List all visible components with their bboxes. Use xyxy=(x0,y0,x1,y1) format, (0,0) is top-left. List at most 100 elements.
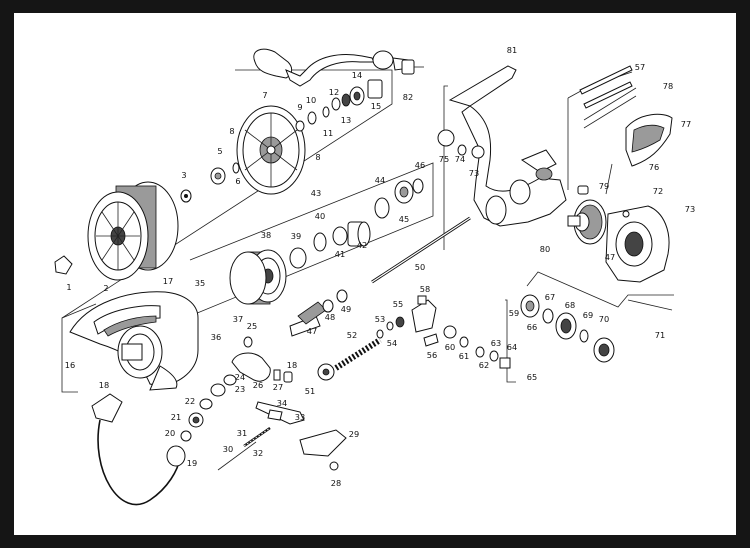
part-number-label: 34 xyxy=(277,398,287,408)
part-number-label: 18 xyxy=(287,360,297,370)
part-number-label: 71 xyxy=(655,330,665,340)
main-shaft-50 xyxy=(371,216,471,284)
rotor-17 xyxy=(69,291,199,391)
part-number-label: 19 xyxy=(187,458,197,468)
part-number-label: 20 xyxy=(165,428,175,438)
part-number-label: 9 xyxy=(297,102,302,112)
part-number-label: 60 xyxy=(445,342,455,352)
part-number-label: 6 xyxy=(235,176,240,186)
handle-side-bearing xyxy=(520,294,615,363)
part-number-label: 58 xyxy=(420,284,430,294)
part-number-label: 65 xyxy=(527,372,537,382)
part-number-label: 7 xyxy=(262,90,267,100)
part-number-label: 74 xyxy=(455,154,465,164)
part-number-label: 25 xyxy=(247,321,257,331)
part-number-label: 39 xyxy=(291,231,301,241)
part-number-label: 3 xyxy=(181,170,186,180)
part-number-label: 80 xyxy=(540,244,550,254)
diagram-canvas: 1235678891011121314151617181819202122232… xyxy=(54,45,695,506)
part-number-label: 51 xyxy=(305,386,315,396)
part-number-label: 73 xyxy=(469,168,479,178)
part-number-label: 8 xyxy=(229,126,234,136)
part-number-label: 53 xyxy=(375,314,385,324)
part-number-label: 22 xyxy=(185,396,195,406)
part-number-label: 45 xyxy=(399,214,409,224)
part-number-label: 33 xyxy=(295,412,305,422)
part-number-label: 69 xyxy=(583,310,593,320)
part-number-label: 17 xyxy=(163,276,173,286)
part-number-label: 18 xyxy=(99,380,109,390)
part-number-label: 12 xyxy=(329,87,339,97)
part-number-label: 28 xyxy=(331,478,341,488)
part-number-label: 43 xyxy=(311,188,321,198)
part-number-label: 47 xyxy=(307,326,317,336)
washers-9-15 xyxy=(295,79,383,132)
part-number-label: 26 xyxy=(253,380,263,390)
part-number-label: 67 xyxy=(545,292,555,302)
part-number-label: 81 xyxy=(507,45,517,55)
part-number-label: 1 xyxy=(66,282,71,292)
part-number-label: 36 xyxy=(211,332,221,342)
part-number-label: 61 xyxy=(459,351,469,361)
part-number-label: 42 xyxy=(357,240,367,250)
part-number-label: 57 xyxy=(635,62,645,72)
part-number-label: 5 xyxy=(217,146,222,156)
spool-2 xyxy=(54,181,179,281)
part-number-label: 38 xyxy=(261,230,271,240)
part-number-label: 52 xyxy=(347,330,357,340)
bail-wire-19 xyxy=(91,393,186,506)
part-number-label: 15 xyxy=(371,101,381,111)
part-number-label: 13 xyxy=(341,115,351,125)
part-number-label: 21 xyxy=(171,412,181,422)
part-number-label: 55 xyxy=(393,299,403,309)
part-number-label: 59 xyxy=(509,308,519,318)
part-number-label: 27 xyxy=(273,382,283,392)
part-number-label: 31 xyxy=(237,428,247,438)
part-number-label: 37 xyxy=(233,314,243,324)
part-number-label: 8 xyxy=(315,152,320,162)
part-number-label: 70 xyxy=(599,314,609,324)
gear-plate-7 xyxy=(236,105,306,195)
part-number-label: 56 xyxy=(427,350,437,360)
part-number-label: 24 xyxy=(235,372,245,382)
part-number-label: 44 xyxy=(375,175,385,185)
side-cover-77 xyxy=(579,65,673,167)
part-number-label: 23 xyxy=(235,384,245,394)
handle-assembly xyxy=(253,48,424,87)
part-number-label: 66 xyxy=(527,322,537,332)
part-number-label: 10 xyxy=(306,95,316,105)
part-number-label: 64 xyxy=(507,342,517,352)
part-number-label: 30 xyxy=(223,444,233,454)
part-number-label: 40 xyxy=(315,211,325,221)
part-number-label: 63 xyxy=(491,338,501,348)
part-number-label: 76 xyxy=(649,162,659,172)
part-number-label: 29 xyxy=(349,429,359,439)
part-number-label: 62 xyxy=(479,360,489,370)
pinion-worm xyxy=(289,289,405,381)
oscillation-parts xyxy=(411,295,511,369)
bearing-stack xyxy=(229,178,424,305)
part-number-label: 32 xyxy=(253,448,263,458)
part-number-label: 47 xyxy=(605,252,615,262)
part-number-label: 35 xyxy=(195,278,205,288)
part-number-label: 11 xyxy=(323,128,333,138)
washers-3-6 xyxy=(180,162,240,203)
part-number-label: 2 xyxy=(103,283,108,293)
part-number-label: 79 xyxy=(599,181,609,191)
part-number-label: 48 xyxy=(325,312,335,322)
part-number-label: 77 xyxy=(681,119,691,129)
side-plate-66 xyxy=(605,205,670,283)
part-number-label: 16 xyxy=(65,360,75,370)
part-number-label: 50 xyxy=(415,262,425,272)
connector-lines xyxy=(61,69,674,393)
drive-gear-47 xyxy=(567,199,607,245)
part-number-label: 78 xyxy=(663,81,673,91)
part-number-label: 49 xyxy=(341,304,351,314)
part-number-label: 73 xyxy=(685,204,695,214)
part-number-label: 46 xyxy=(415,160,425,170)
part-number-label: 75 xyxy=(439,154,449,164)
bail-parts xyxy=(180,336,347,471)
part-number-label: 14 xyxy=(352,70,362,80)
